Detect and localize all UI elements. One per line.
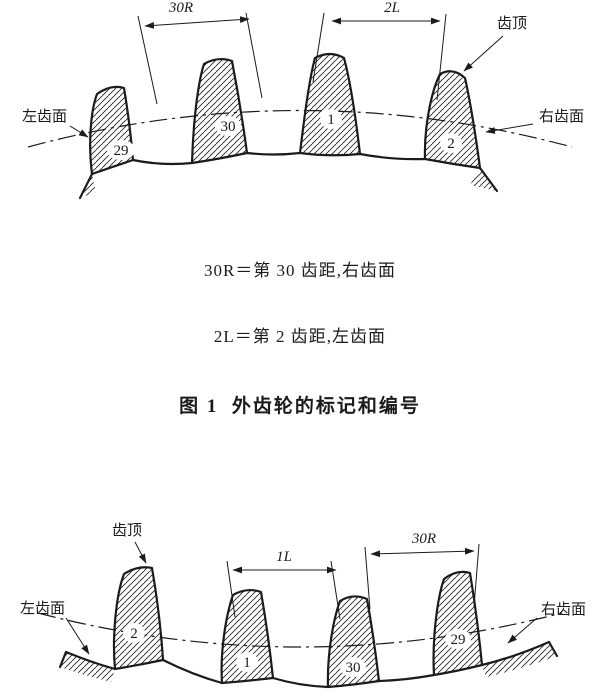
extension-line [226, 560, 236, 618]
dimension-30r [137, 12, 263, 105]
svg-text:1: 1 [243, 655, 251, 671]
dim-label-2l: 2L [384, 0, 400, 16]
right-flank-callout: 右齿面 [485, 108, 584, 134]
extension-line [473, 543, 480, 608]
dim-label-1l: 1L [276, 549, 292, 565]
figure1-caption-line: 30R＝第 30 齿距,右齿面 [203, 261, 397, 280]
tooth-number: 1 [236, 652, 258, 672]
gear-rim-sections [60, 642, 557, 682]
gear-tooth [432, 570, 484, 677]
tooth-number: 29 [107, 140, 135, 160]
leader-line [134, 541, 147, 564]
leader-line [463, 35, 504, 72]
leader-line [485, 123, 534, 134]
svg-text:2: 2 [447, 136, 455, 152]
extension-line [312, 12, 325, 83]
dim-label-30r: 30R [168, 0, 193, 16]
dimension-30r [364, 543, 480, 610]
left-flank-label: 左齿面 [22, 108, 67, 125]
dim-label-30r: 30R [411, 531, 436, 547]
gear-tooth [190, 57, 249, 165]
extension-line [137, 15, 158, 105]
right-flank-label: 右齿面 [539, 108, 584, 125]
dimension-line [370, 547, 475, 558]
gear-tooth [298, 52, 362, 157]
extension-line [364, 546, 371, 610]
figure1-drawing: 30R 2L 齿顶 左齿面 右齿面 29 [22, 0, 584, 200]
pitch-circle-arc [27, 109, 573, 148]
right-flank-label: 右齿面 [541, 601, 586, 618]
dimension-1l [226, 560, 341, 620]
tooth-tip-callout: 齿顶 [463, 15, 527, 72]
tooth-number: 29 [445, 629, 471, 649]
pitch-circle-arc [37, 612, 563, 648]
leader-line [69, 125, 89, 138]
tooth-number: 2 [123, 623, 145, 643]
figure1-captions: 30R＝第 30 齿距,右齿面 2L＝第 2 齿距,左齿面 图 1 外齿轮的标记… [0, 210, 600, 459]
tooth-number: 30 [340, 657, 366, 677]
dimension-2l [312, 12, 447, 101]
tooth-tip-callout: 齿顶 [112, 522, 147, 564]
left-flank-callout: 左齿面 [20, 600, 90, 655]
tooth-number: 2 [440, 133, 462, 153]
svg-text:29: 29 [114, 143, 129, 159]
gear-tooth [112, 566, 165, 671]
svg-text:2: 2 [130, 626, 138, 642]
figure1-caption-line: 2L＝第 2 齿距,左齿面 [213, 327, 387, 346]
figure1-title: 图 1 外齿轮的标记和编号 [179, 396, 421, 417]
gear-rim-sections [80, 168, 497, 198]
leader-line [65, 617, 90, 655]
left-flank-label: 左齿面 [20, 600, 65, 617]
leader-line [507, 617, 538, 644]
tooth-number: 1 [320, 109, 342, 129]
gear-teeth [89, 52, 482, 176]
left-flank-callout: 左齿面 [22, 108, 89, 138]
tooth-numbers: 29 30 1 2 [107, 109, 462, 160]
gear-tooth [423, 70, 482, 170]
extension-line [436, 13, 447, 101]
tooth-numbers: 2 1 30 29 [123, 623, 471, 677]
dimension-line [144, 16, 250, 29]
extension-line [245, 12, 263, 99]
tooth-tip-label: 齿顶 [112, 522, 142, 539]
svg-text:30: 30 [346, 660, 361, 676]
svg-text:30: 30 [221, 119, 236, 135]
right-flank-callout: 右齿面 [507, 601, 586, 644]
figure2-drawing: 1L 30R 齿顶 左齿面 右齿面 2 [20, 522, 586, 689]
svg-text:29: 29 [451, 632, 466, 648]
tooth-tip-label: 齿顶 [497, 15, 527, 32]
tooth-number: 30 [215, 116, 241, 136]
svg-text:1: 1 [327, 112, 335, 128]
gear-teeth [112, 566, 484, 689]
